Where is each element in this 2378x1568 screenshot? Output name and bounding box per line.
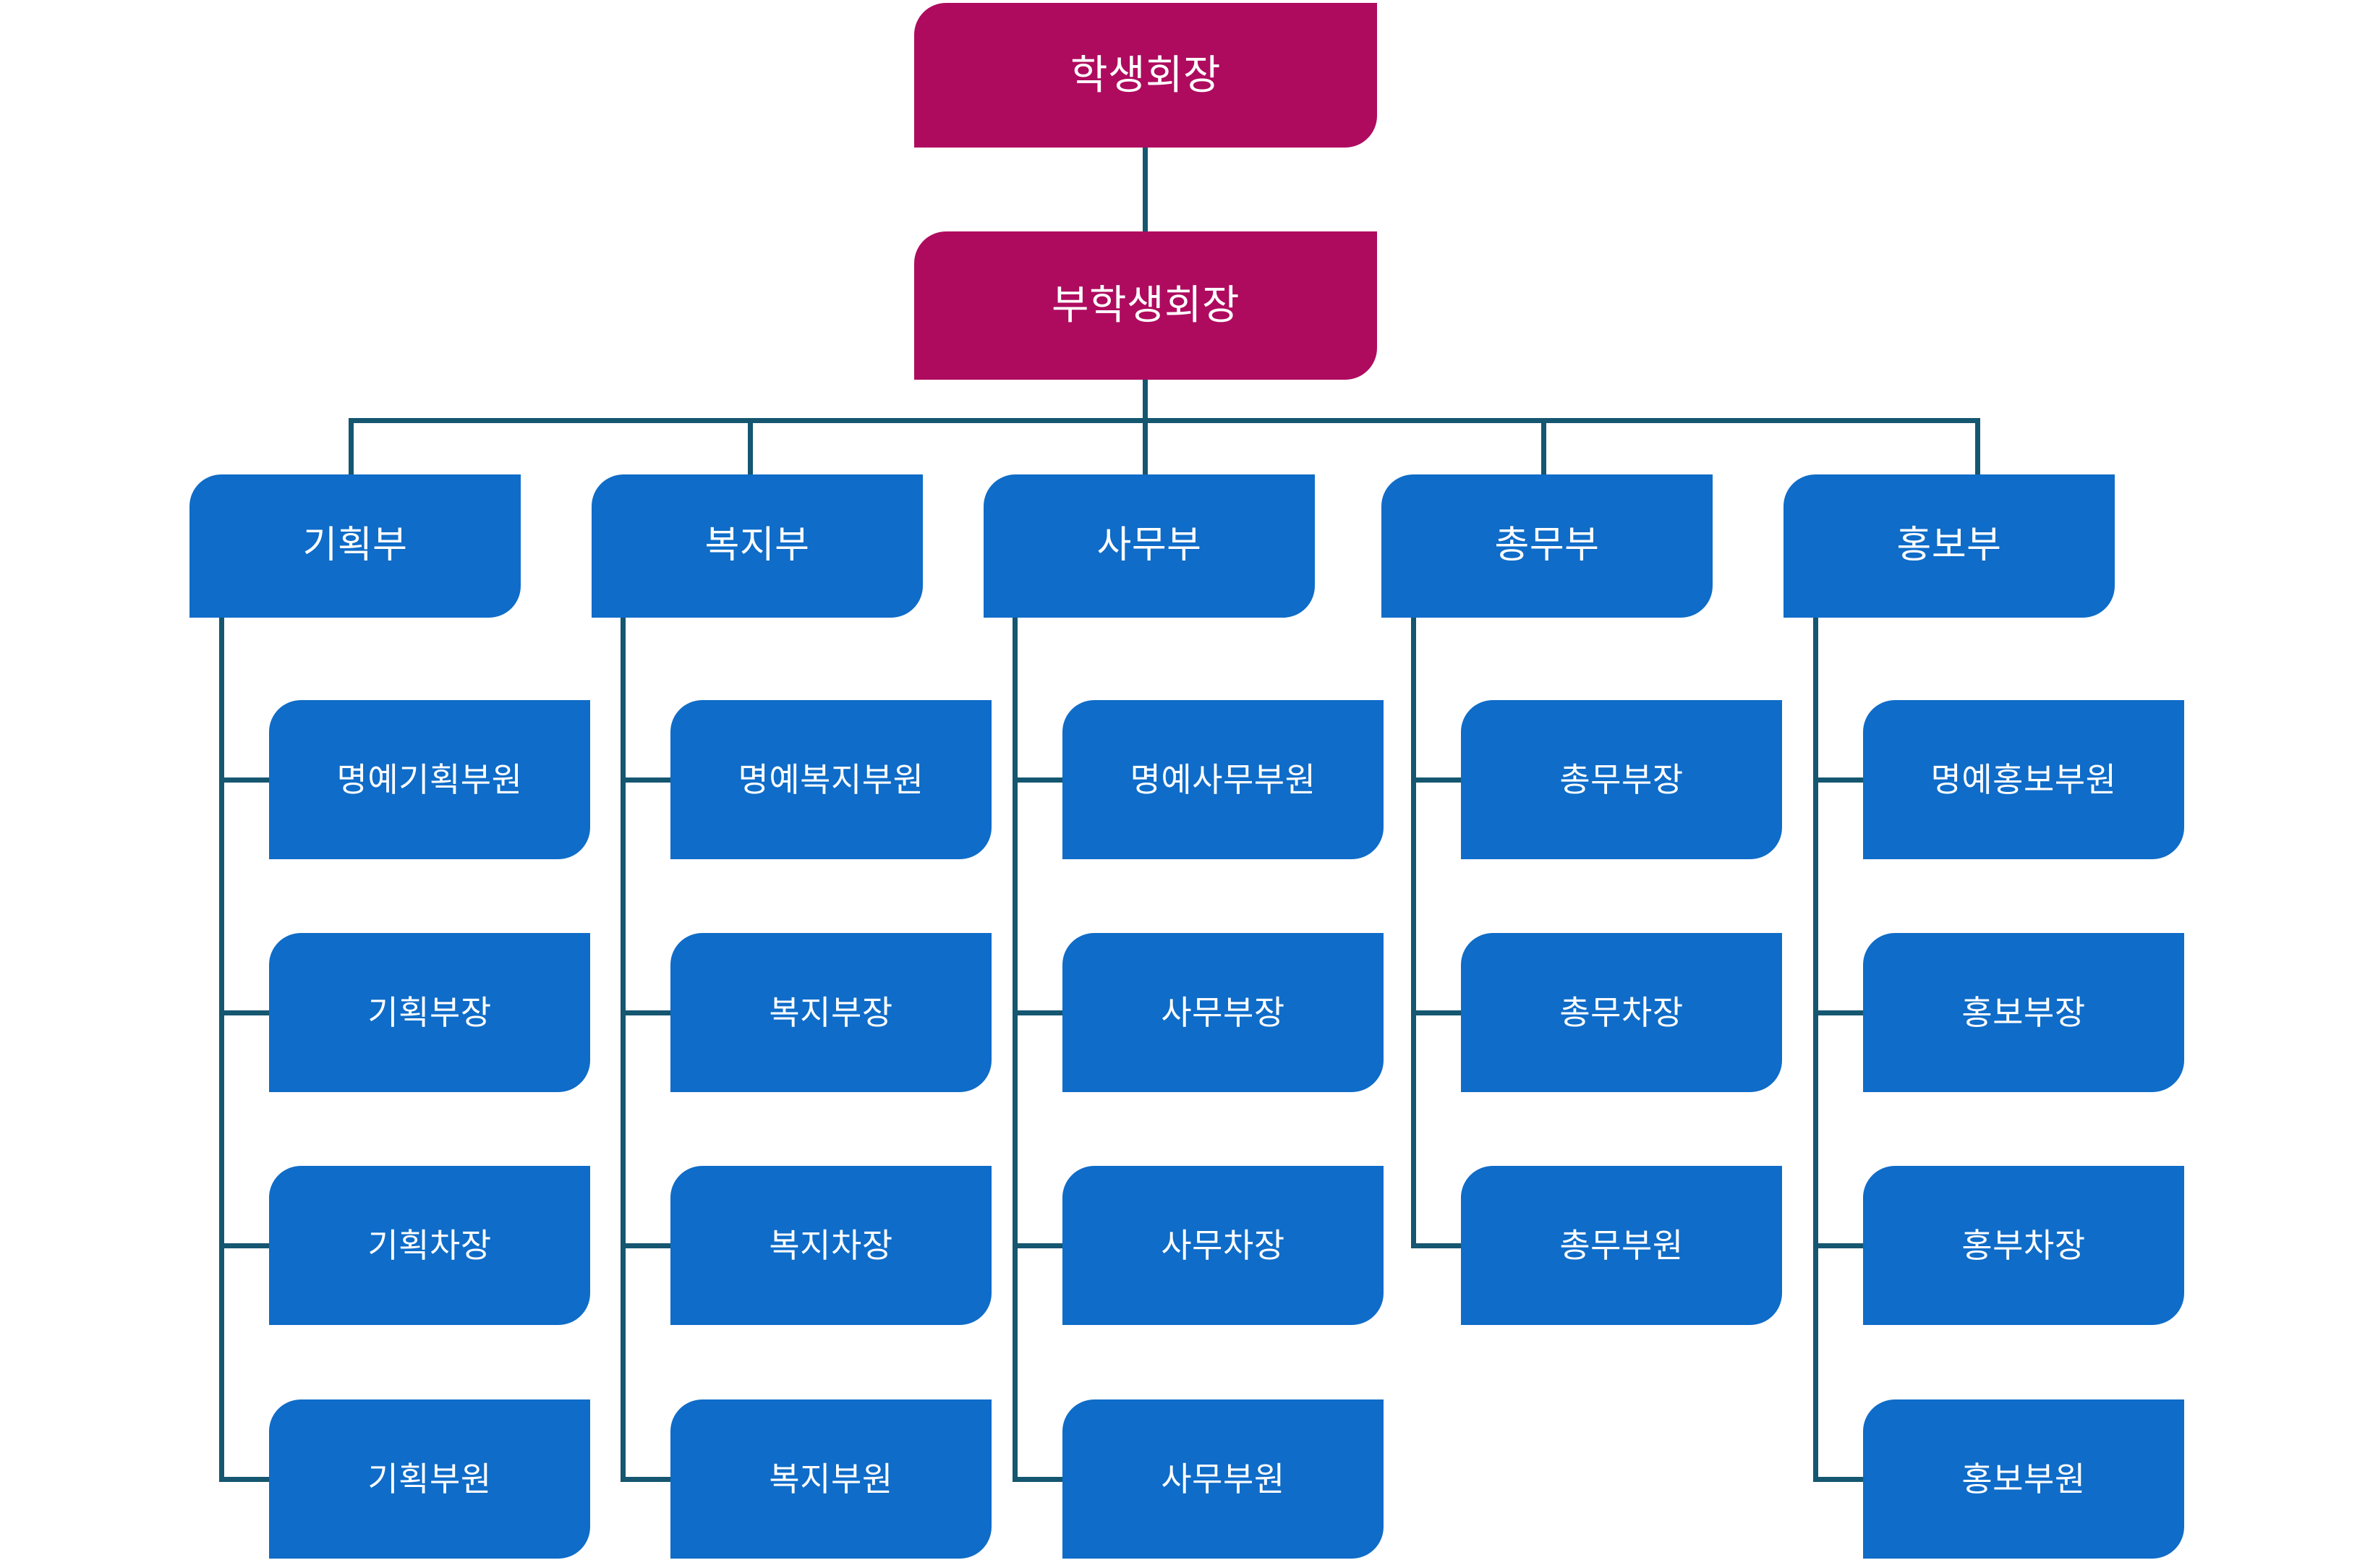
node-member-1-1[interactable]: 명예기획부원 [269, 700, 590, 859]
node-president-label: 학생회장 [1070, 51, 1222, 98]
node-department-1-label: 기획부 [302, 524, 408, 567]
connector-stub-3-2 [1013, 1010, 1065, 1015]
node-member-2-4-label: 복지부원 [769, 1460, 893, 1498]
connector-stub-2-4 [621, 1477, 673, 1482]
node-member-4-1-label: 총무부장 [1559, 760, 1684, 798]
connector-spine-2 [621, 618, 626, 1482]
node-member-1-2[interactable]: 기획부장 [269, 933, 590, 1092]
node-member-2-3[interactable]: 복지차장 [670, 1166, 992, 1325]
connector-stub-4-1 [1411, 777, 1463, 783]
connector-spine-1 [219, 618, 224, 1482]
connector-spine-4 [1411, 618, 1416, 1248]
node-member-3-1[interactable]: 명예사무부원 [1062, 700, 1384, 859]
node-member-3-3[interactable]: 사무차장 [1062, 1166, 1384, 1325]
connector-stub-3-1 [1013, 777, 1065, 783]
connector-stub-1-2 [219, 1010, 271, 1015]
node-member-3-4[interactable]: 사무부원 [1062, 1399, 1384, 1559]
connector-stub-5-3 [1813, 1243, 1865, 1248]
node-member-1-3[interactable]: 기획차장 [269, 1166, 590, 1325]
connector-president-vice [1143, 148, 1148, 231]
node-member-1-3-label: 기획차장 [367, 1226, 492, 1264]
node-member-4-2-label: 총무차장 [1559, 993, 1684, 1031]
node-member-4-2[interactable]: 총무차장 [1461, 933, 1782, 1092]
node-member-4-3[interactable]: 총무부원 [1461, 1166, 1782, 1325]
connector-stub-5-2 [1813, 1010, 1865, 1015]
node-member-5-2-label: 홍보부장 [1961, 993, 2086, 1031]
node-member-1-1-label: 명예기획부원 [336, 760, 523, 798]
node-department-5[interactable]: 홍보부 [1784, 474, 2115, 618]
connector-stub-1-3 [219, 1243, 271, 1248]
node-department-3[interactable]: 사무부 [984, 474, 1315, 618]
connector-dept-riser-5 [1975, 418, 1980, 474]
connector-stub-3-4 [1013, 1477, 1065, 1482]
connector-stub-4-3 [1411, 1243, 1463, 1248]
node-member-5-3-label: 홍부차장 [1961, 1226, 2086, 1264]
node-department-1[interactable]: 기획부 [189, 474, 521, 618]
connector-stub-3-3 [1013, 1243, 1065, 1248]
node-member-5-1[interactable]: 명예홍보부원 [1863, 700, 2184, 859]
node-member-5-4[interactable]: 홍보부원 [1863, 1399, 2184, 1559]
node-member-2-2[interactable]: 복지부장 [670, 933, 992, 1092]
node-member-4-1[interactable]: 총무부장 [1461, 700, 1782, 859]
node-member-2-1[interactable]: 명예복지부원 [670, 700, 992, 859]
connector-stub-4-2 [1411, 1010, 1463, 1015]
node-member-2-1-label: 명예복지부원 [738, 760, 924, 798]
connector-dept-riser-1 [349, 418, 354, 474]
connector-stub-1-1 [219, 777, 271, 783]
connector-stub-5-4 [1813, 1477, 1865, 1482]
node-department-3-label: 사무부 [1096, 524, 1202, 567]
connector-stub-2-2 [621, 1010, 673, 1015]
connector-stub-1-4 [219, 1477, 271, 1482]
connector-spine-5 [1813, 618, 1818, 1482]
connector-dept-riser-2 [748, 418, 753, 474]
node-president[interactable]: 학생회장 [914, 3, 1377, 148]
node-vice-president[interactable]: 부학생회장 [914, 231, 1377, 380]
node-member-5-2[interactable]: 홍보부장 [1863, 933, 2184, 1092]
node-department-2-label: 복지부 [704, 524, 810, 567]
connector-dept-riser-4 [1541, 418, 1546, 474]
connector-stub-2-1 [621, 777, 673, 783]
node-department-5-label: 홍보부 [1896, 524, 2002, 567]
node-member-5-3[interactable]: 홍부차장 [1863, 1166, 2184, 1325]
connector-department-bus [349, 418, 1980, 423]
connector-stub-2-3 [621, 1243, 673, 1248]
node-member-1-4-label: 기획부원 [367, 1460, 492, 1498]
node-department-2[interactable]: 복지부 [592, 474, 923, 618]
node-member-4-3-label: 총무부원 [1559, 1226, 1684, 1264]
node-member-3-2-label: 사무부장 [1161, 993, 1285, 1031]
node-member-2-3-label: 복지차장 [769, 1226, 893, 1264]
connector-stub-5-1 [1813, 777, 1865, 783]
connector-spine-3 [1013, 618, 1018, 1482]
node-vice-president-label: 부학생회장 [1051, 282, 1240, 328]
node-member-2-2-label: 복지부장 [769, 993, 893, 1031]
node-member-3-4-label: 사무부원 [1161, 1460, 1285, 1498]
node-department-4-label: 총무부 [1494, 524, 1600, 567]
connector-dept-riser-3 [1143, 418, 1148, 474]
node-member-5-4-label: 홍보부원 [1961, 1460, 2086, 1498]
node-member-3-1-label: 명예사무부원 [1130, 760, 1316, 798]
node-member-1-4[interactable]: 기획부원 [269, 1399, 590, 1559]
node-member-5-1-label: 명예홍보부원 [1930, 760, 2117, 798]
node-member-3-2[interactable]: 사무부장 [1062, 933, 1384, 1092]
node-department-4[interactable]: 총무부 [1381, 474, 1713, 618]
node-member-2-4[interactable]: 복지부원 [670, 1399, 992, 1559]
node-member-1-2-label: 기획부장 [367, 993, 492, 1031]
node-member-3-3-label: 사무차장 [1161, 1226, 1285, 1264]
connector-vice-drop [1143, 380, 1148, 418]
